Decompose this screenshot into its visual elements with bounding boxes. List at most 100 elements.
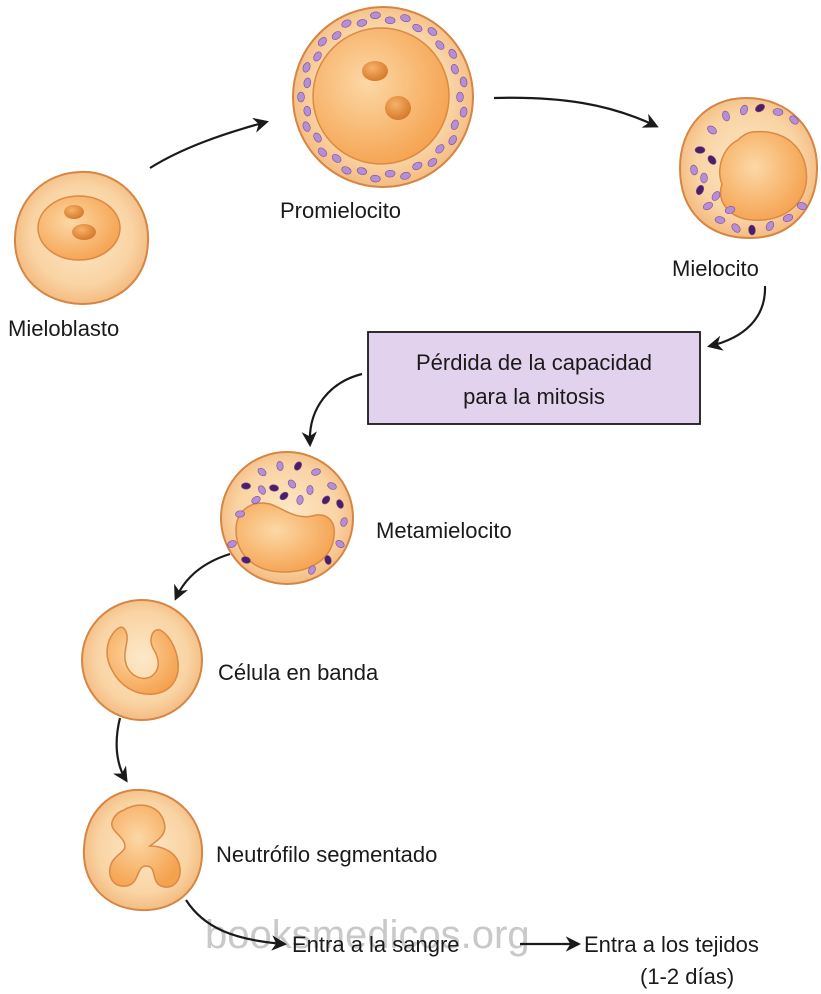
granule bbox=[235, 510, 245, 518]
granule bbox=[702, 201, 714, 211]
granule bbox=[317, 37, 327, 47]
granule bbox=[400, 14, 411, 22]
granule bbox=[765, 221, 775, 231]
granule bbox=[695, 184, 705, 196]
granule bbox=[370, 11, 381, 20]
mielocito-label: Mielocito bbox=[672, 256, 759, 281]
granule bbox=[700, 172, 708, 184]
granule bbox=[400, 172, 411, 180]
granule bbox=[321, 495, 331, 505]
tissue-entry-label: Entra a los tejidos bbox=[584, 932, 759, 957]
granule bbox=[450, 64, 459, 75]
granule bbox=[722, 110, 730, 122]
granule bbox=[740, 104, 748, 116]
granule bbox=[435, 40, 445, 50]
granule bbox=[755, 103, 765, 113]
granule bbox=[427, 158, 438, 167]
promielocito-cell bbox=[292, 6, 474, 188]
granule bbox=[306, 485, 314, 495]
granule bbox=[724, 206, 736, 214]
granule bbox=[303, 77, 312, 89]
granule bbox=[384, 169, 396, 178]
promielocito-label: Promielocito bbox=[280, 198, 401, 223]
granule bbox=[356, 19, 368, 27]
granule bbox=[227, 540, 237, 548]
arrow-note-metamielocito bbox=[301, 372, 363, 448]
granule bbox=[448, 135, 457, 146]
granule bbox=[336, 499, 344, 509]
mielocito-granules bbox=[690, 103, 808, 236]
granule bbox=[341, 19, 352, 28]
granule bbox=[772, 108, 784, 116]
granule bbox=[269, 484, 279, 492]
granule bbox=[370, 174, 381, 183]
granule bbox=[279, 491, 289, 501]
celula-banda-cell bbox=[81, 599, 203, 721]
granule bbox=[302, 62, 311, 73]
tissue-duration-label: (1-2 días) bbox=[640, 964, 734, 989]
granule bbox=[311, 468, 321, 476]
neutrofilo-label: Neutrófilo segmentado bbox=[216, 842, 437, 867]
celula-banda-label: Célula en banda bbox=[218, 660, 379, 685]
watermark: booksmedicos.org bbox=[205, 913, 530, 957]
granule bbox=[731, 223, 741, 233]
neutrofilo-cell bbox=[82, 788, 204, 912]
mitosis-note-line2: para la mitosis bbox=[463, 384, 605, 409]
granule bbox=[782, 214, 794, 222]
granule bbox=[335, 540, 345, 548]
granule bbox=[707, 125, 717, 135]
arrow-mielocito-note bbox=[707, 285, 767, 351]
arrow-neutrofilo-sangre bbox=[185, 899, 288, 951]
granule bbox=[313, 51, 322, 62]
granule bbox=[251, 496, 261, 504]
granule bbox=[356, 167, 368, 175]
mielocito-cell bbox=[678, 96, 819, 240]
granule bbox=[302, 121, 311, 132]
granule bbox=[313, 132, 322, 143]
arrow-banda-neutrofilo bbox=[112, 717, 128, 783]
granule bbox=[303, 105, 312, 117]
granule bbox=[384, 16, 396, 25]
granule bbox=[412, 24, 423, 33]
metamielocito-cell bbox=[220, 451, 354, 585]
mieloblasto-cell bbox=[13, 170, 150, 306]
granule bbox=[297, 91, 305, 103]
granule bbox=[448, 48, 457, 59]
granule bbox=[296, 495, 304, 505]
granule bbox=[789, 115, 799, 125]
granule bbox=[412, 161, 423, 170]
mitosis-note-line1: Pérdida de la capacidad bbox=[416, 350, 652, 375]
granule bbox=[690, 164, 698, 176]
granule bbox=[707, 155, 717, 165]
granule bbox=[241, 482, 251, 490]
metamielocito-granules bbox=[227, 461, 348, 575]
granule bbox=[694, 146, 706, 154]
blood-entry-label: Entra a la sangre bbox=[292, 932, 460, 957]
granule bbox=[341, 166, 352, 175]
granule bbox=[308, 565, 316, 575]
granule bbox=[294, 461, 302, 471]
granule bbox=[748, 224, 756, 236]
mitosis-note-box bbox=[367, 331, 701, 425]
granule bbox=[459, 76, 468, 88]
granule bbox=[796, 202, 808, 210]
granule bbox=[276, 461, 284, 471]
granule bbox=[450, 119, 459, 130]
granule bbox=[287, 479, 297, 489]
granule bbox=[714, 216, 726, 224]
granule bbox=[257, 467, 267, 477]
granule bbox=[241, 556, 251, 564]
granule bbox=[711, 191, 721, 201]
mieloblasto-label: Mieloblasto bbox=[8, 316, 119, 341]
granule bbox=[258, 485, 266, 495]
granule bbox=[340, 517, 348, 527]
granule bbox=[459, 106, 468, 118]
granule bbox=[324, 555, 332, 565]
granule bbox=[435, 144, 445, 154]
arrow-metamielocito-banda bbox=[174, 552, 231, 601]
flow-arrows bbox=[112, 96, 767, 952]
granule bbox=[456, 91, 464, 103]
granule bbox=[317, 147, 327, 157]
granule bbox=[427, 27, 438, 36]
